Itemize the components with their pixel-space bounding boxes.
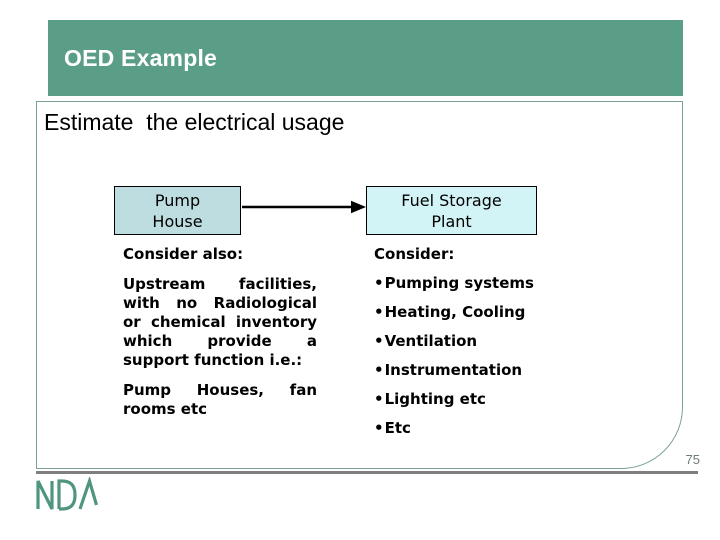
page-number: 75 [685,452,700,467]
fuel-storage-plant-box: Fuel Storage Plant [366,186,537,235]
nda-logo [36,477,135,511]
slide-title: OED Example [64,44,218,71]
left-text-column: Consider also: Upstream facilities, with… [123,245,317,430]
bullet-icon: • [374,274,384,292]
slide-title-bar: OED Example [48,20,683,96]
list-item-label: Instrumentation [384,361,523,379]
list-item-label: Etc [384,419,411,437]
pump-house-box-line2: House [152,211,203,231]
bullet-icon: • [374,419,384,437]
list-item: •Etc [374,419,579,438]
pump-house-box-line1: Pump [154,190,201,210]
list-item: •Pumping systems [374,274,579,293]
left-column-footer: Pump Houses, fan rooms etc [123,381,317,418]
bullet-icon: • [374,303,384,321]
pump-house-box: Pump House [114,186,241,235]
footer-divider [36,471,698,474]
right-column-intro: Consider: [374,245,455,263]
left-column-paragraph: Upstream facilities, with no Radiologica… [123,275,317,369]
fuel-storage-box-line1: Fuel Storage [401,190,502,210]
left-column-intro: Consider also: [123,245,244,263]
list-item: •Lighting etc [374,390,579,409]
list-item-label: Lighting etc [384,390,486,408]
list-item: •Instrumentation [374,361,579,380]
bullet-icon: • [374,332,384,350]
slide-heading: Estimate the electrical usage [44,109,345,135]
list-item: •Ventilation [374,332,579,351]
list-item-label: Ventilation [384,332,478,350]
content-panel: Estimate the electrical usage Pump House… [36,101,683,469]
fuel-storage-box-line2: Plant [431,211,472,231]
list-item: •Heating, Cooling [374,303,579,322]
right-text-column: Consider: •Pumping systems •Heating, Coo… [374,245,579,448]
bullet-icon: • [374,390,384,408]
list-item-label: Pumping systems [384,274,534,292]
bullet-icon: • [374,361,384,379]
arrow-right-icon [242,200,366,214]
list-item-label: Heating, Cooling [384,303,526,321]
